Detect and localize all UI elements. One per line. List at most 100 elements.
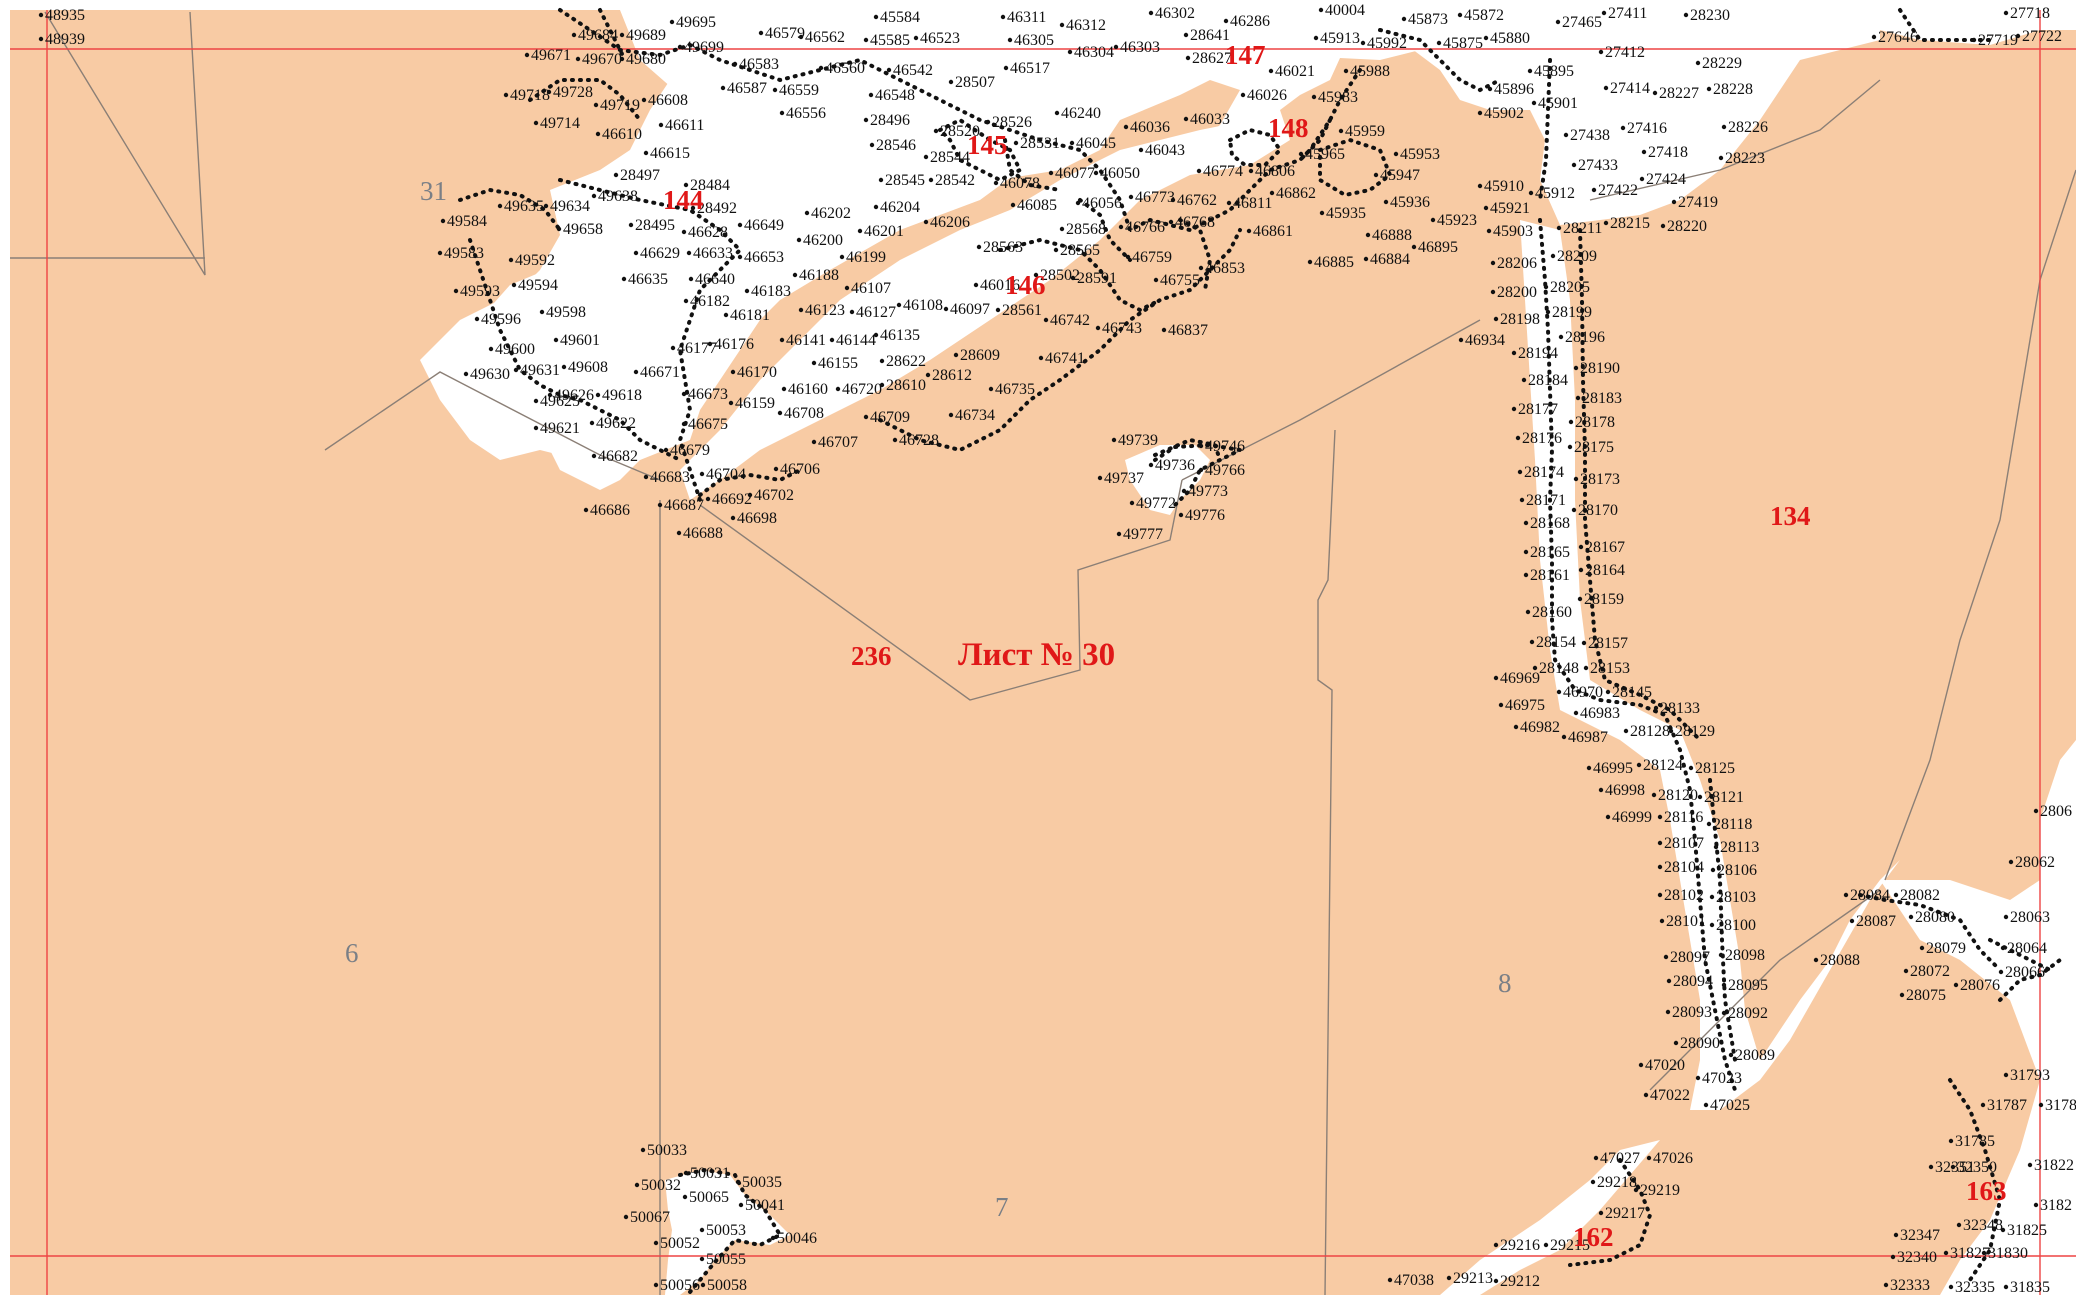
point-label: 28167 <box>1585 539 1625 556</box>
point-label: 47038 <box>1394 1272 1434 1289</box>
point-marker <box>1493 675 1499 681</box>
point-marker <box>1075 200 1081 206</box>
point-marker <box>873 204 879 210</box>
point-label: 27718 <box>2010 5 2050 22</box>
point-label: 28103 <box>1716 889 1756 906</box>
point-marker <box>1590 1179 1596 1185</box>
point-marker <box>737 222 743 228</box>
point-label: 28215 <box>1610 215 1650 232</box>
point-marker <box>2000 1227 2006 1233</box>
point-label: 46144 <box>836 332 876 349</box>
point-marker <box>1161 327 1167 333</box>
point-marker <box>1706 86 1712 92</box>
point-marker <box>619 32 625 38</box>
point-marker <box>878 177 884 183</box>
point-marker <box>730 369 736 375</box>
point-marker <box>683 182 689 188</box>
point-label: 27433 <box>1578 157 1618 174</box>
point-marker <box>985 119 991 125</box>
point-label: 48939 <box>45 31 85 48</box>
point-label: 46671 <box>640 364 680 381</box>
point-marker <box>1706 821 1712 827</box>
point-marker <box>619 56 625 62</box>
point-marker <box>2008 859 2014 865</box>
point-label: 28641 <box>1190 27 1230 44</box>
point-marker <box>1556 225 1562 231</box>
point-marker <box>1095 325 1101 331</box>
point-marker <box>993 180 999 186</box>
point-marker <box>747 492 753 498</box>
point-label: 31793 <box>2010 1067 2050 1084</box>
point-label: 45923 <box>1437 212 1477 229</box>
point-label: 28176 <box>1522 430 1562 447</box>
point-label: 46888 <box>1372 227 1412 244</box>
point-label: 28563 <box>983 239 1023 256</box>
point-label: 46016 <box>980 277 1020 294</box>
point-label: 49635 <box>504 198 544 215</box>
quarter-label-31: 31 <box>420 176 447 206</box>
point-label: 46056 <box>1082 195 1122 212</box>
point-label: 31835 <box>2010 1279 2050 1295</box>
point-marker <box>1603 85 1609 91</box>
point-label: 46884 <box>1370 251 1410 268</box>
parcel-boundaries <box>458 8 2062 1294</box>
point-label: 45983 <box>1318 89 1358 106</box>
quarter-label-7: 7 <box>995 1192 1009 1222</box>
point-marker <box>1603 220 1609 226</box>
point-marker <box>1148 462 1154 468</box>
point-marker <box>1652 90 1658 96</box>
point-label: 49746 <box>1205 438 1245 455</box>
point-marker <box>1054 110 1060 116</box>
point-marker <box>503 92 509 98</box>
point-label: 45959 <box>1345 123 1385 140</box>
point-marker <box>896 302 902 308</box>
point-label: 49583 <box>444 245 484 262</box>
point-label: 28082 <box>1900 887 1940 904</box>
point-marker <box>1636 762 1642 768</box>
point-label: 31822 <box>2034 1157 2074 1174</box>
point-marker <box>1703 1102 1709 1108</box>
point-label: 47020 <box>1645 1057 1685 1074</box>
point-label: 28106 <box>1717 862 1757 879</box>
point-label: 27412 <box>1605 44 1645 61</box>
point-label: 29216 <box>1500 1237 1540 1254</box>
point-marker <box>1523 520 1529 526</box>
point-marker <box>798 34 804 40</box>
point-marker <box>663 447 669 453</box>
point-marker <box>811 360 817 366</box>
point-label: 50046 <box>777 1230 817 1247</box>
point-marker <box>682 1194 688 1200</box>
point-label: 28095 <box>1728 977 1768 994</box>
point-marker <box>677 44 683 50</box>
point-marker <box>1651 792 1657 798</box>
point-marker <box>1118 224 1124 230</box>
point-marker <box>988 386 994 392</box>
point-label: 28113 <box>1720 839 1759 856</box>
point-marker <box>1093 170 1099 176</box>
point-label: 28153 <box>1590 660 1630 677</box>
point-marker <box>829 337 835 343</box>
point-label: 45895 <box>1534 63 1574 80</box>
point-label: 46653 <box>744 249 784 266</box>
point-label: 45584 <box>880 9 920 26</box>
point-marker <box>1532 665 1538 671</box>
point-label: 47025 <box>1710 1097 1750 1114</box>
point-label: 50033 <box>647 1142 687 1159</box>
point-label: 46159 <box>735 395 775 412</box>
point-label: 28622 <box>886 353 926 370</box>
point-label: 46773 <box>1135 189 1175 206</box>
point-label: 46682 <box>598 448 638 465</box>
point-marker <box>1038 355 1044 361</box>
point-marker <box>1521 377 1527 383</box>
point-label: 49671 <box>531 47 571 64</box>
point-marker <box>1710 867 1716 873</box>
point-marker <box>879 382 885 388</box>
point-marker <box>732 61 738 67</box>
point-marker <box>2038 1102 2044 1108</box>
point-label: 28228 <box>1713 81 1753 98</box>
point-label: 49621 <box>540 420 580 437</box>
point-label: 46311 <box>1007 9 1046 26</box>
point-marker <box>1360 40 1366 46</box>
